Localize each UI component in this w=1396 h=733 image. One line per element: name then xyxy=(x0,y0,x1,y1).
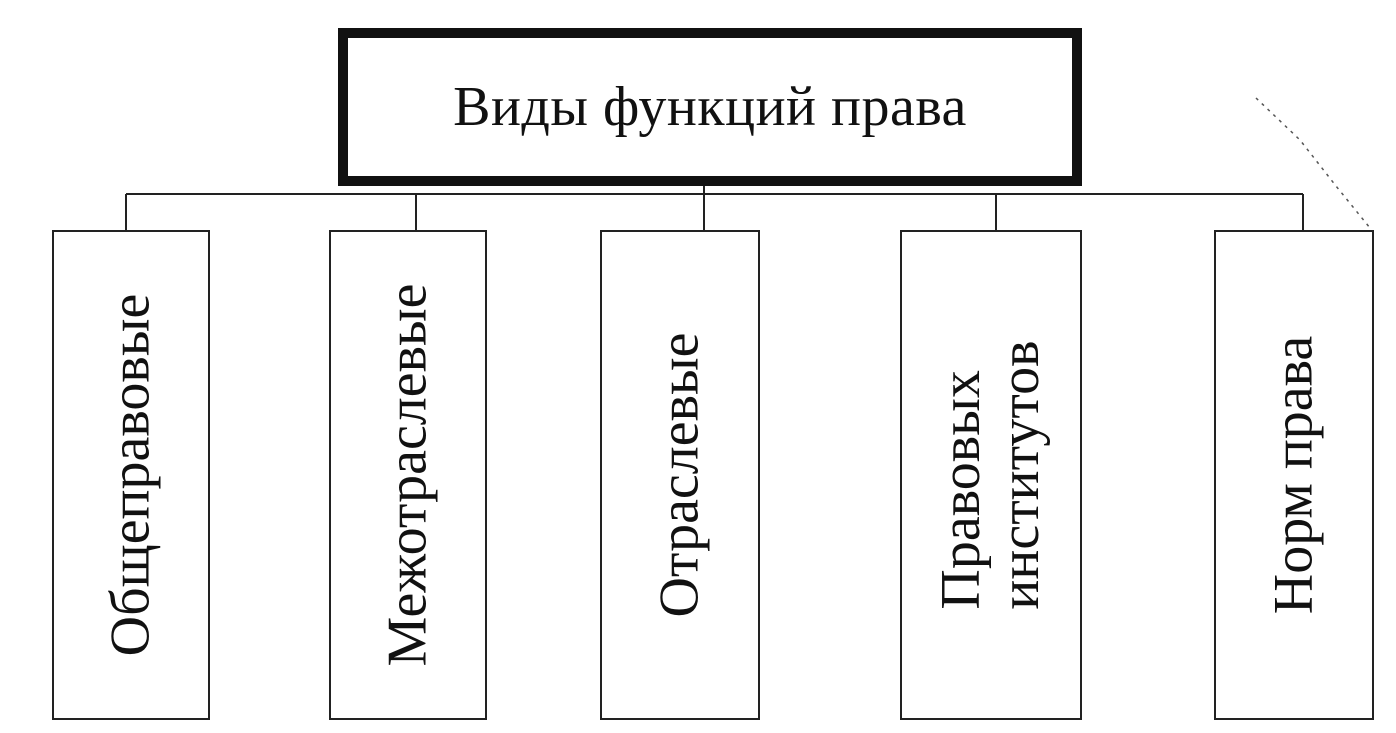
scan-artifact-dashed-line xyxy=(1255,97,1371,229)
leaf-label: Общеправовые xyxy=(99,293,162,657)
leaf-node-legal-norms: Норм права xyxy=(1214,230,1374,720)
leaf-label: Норм права xyxy=(1262,335,1325,615)
leaf-node-sectoral: Отраслевые xyxy=(600,230,760,720)
leaf-node-intersectoral: Межотраслевые xyxy=(329,230,487,720)
leaf-label: Правовых институтов xyxy=(930,340,1051,610)
leaf-label: Отраслевые xyxy=(648,332,711,618)
root-title: Виды функций права xyxy=(453,76,967,138)
root-node: Виды функций права xyxy=(338,28,1082,186)
leaf-node-general-legal: Общеправовые xyxy=(52,230,210,720)
leaf-node-legal-institutions: Правовых институтов xyxy=(900,230,1082,720)
leaf-label: Межотраслевые xyxy=(376,283,439,667)
